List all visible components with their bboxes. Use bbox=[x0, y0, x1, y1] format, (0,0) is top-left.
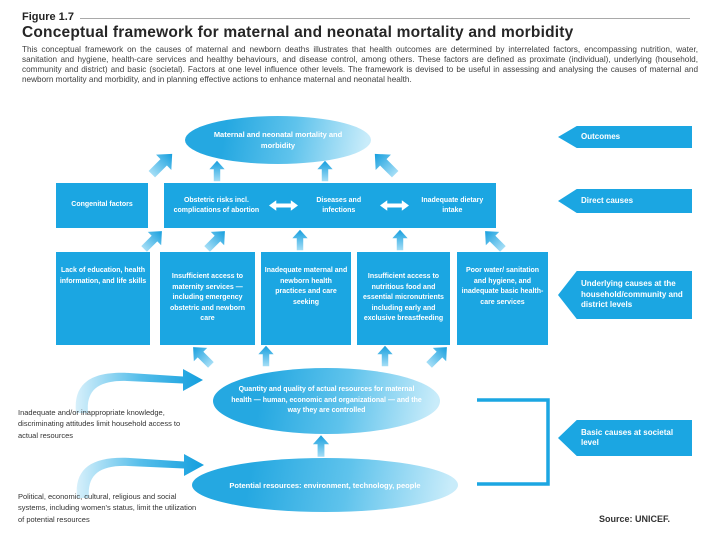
box-direct-causes-group: Obstetric risks incl. complications of a… bbox=[164, 183, 496, 228]
up-arrow-icon bbox=[392, 229, 408, 251]
figure-label: Figure 1.7 bbox=[22, 11, 74, 23]
figure-rule bbox=[80, 18, 690, 19]
label-dietary-intake: Inadequate dietary intake bbox=[421, 197, 484, 214]
label-diseases-infections: Diseases and infections bbox=[316, 197, 362, 214]
up-arrow-icon bbox=[209, 160, 225, 182]
double-arrow-icon bbox=[268, 200, 298, 211]
banner-underlying-causes: Underlying causes at the household/commu… bbox=[558, 271, 692, 319]
outcome-ellipse: Maternal and neonatal mortality and morb… bbox=[185, 116, 371, 164]
box-nutritious-food: Insufficient access to nutritious food a… bbox=[357, 252, 450, 345]
source-note: Source: UNICEF. bbox=[598, 514, 670, 524]
double-arrow-icon bbox=[379, 200, 409, 211]
up-right-arrow-icon bbox=[426, 347, 447, 368]
box-water-sanitation: Poor water/ sanitation and hygiene, and … bbox=[457, 252, 548, 345]
note-potential-resources: Political, economic, cultural, religious… bbox=[18, 492, 197, 524]
label-obstetric-risks: Obstetric risks incl. complications of a… bbox=[173, 197, 260, 214]
up-arrow-icon bbox=[258, 345, 274, 367]
up-arrow-icon bbox=[292, 229, 308, 251]
figure-description: This conceptual framework on the causes … bbox=[22, 45, 698, 84]
up-arrow-icon bbox=[317, 160, 333, 182]
box-congenital-factors: Congenital factors bbox=[56, 183, 148, 228]
figure-title: Conceptual framework for maternal and ne… bbox=[22, 24, 574, 41]
up-arrow-icon bbox=[377, 345, 393, 367]
banner-outcomes: Outcomes bbox=[558, 126, 692, 148]
up-right-arrow-icon bbox=[141, 231, 162, 252]
box-maternity-services: Insufficient access to maternity service… bbox=[160, 252, 255, 345]
up-right-arrow-icon bbox=[148, 153, 173, 178]
up-left-arrow-icon bbox=[193, 347, 214, 368]
up-right-arrow-icon bbox=[204, 231, 225, 252]
up-left-arrow-icon bbox=[374, 153, 399, 178]
note-actual-resources: Inadequate and/or inappropriate knowledg… bbox=[18, 408, 181, 440]
bracket-connector bbox=[477, 398, 550, 486]
box-health-practices: Inadequate maternal and newborn health p… bbox=[261, 252, 351, 345]
up-arrow-icon bbox=[312, 435, 330, 457]
up-left-arrow-icon bbox=[485, 231, 506, 252]
potential-resources-ellipse: Potential resources: environment, techno… bbox=[192, 458, 458, 512]
banner-basic-causes: Basic causes at societal level bbox=[558, 420, 692, 456]
box-lack-of-education: Lack of education, health information, a… bbox=[56, 252, 150, 345]
banner-direct-causes: Direct causes bbox=[558, 189, 692, 213]
actual-resources-ellipse: Quantity and quality of actual resources… bbox=[213, 368, 440, 434]
